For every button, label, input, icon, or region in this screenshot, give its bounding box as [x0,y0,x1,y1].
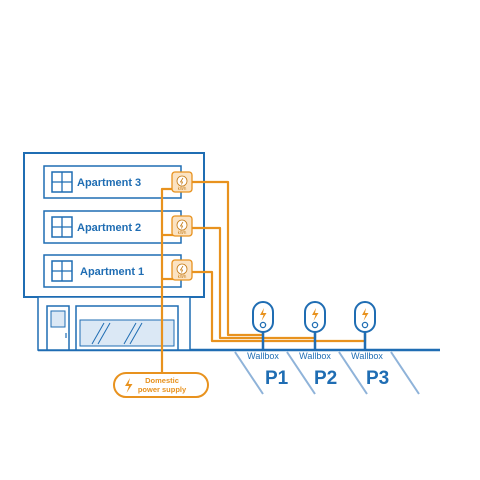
window-icon [51,216,73,238]
wallbox-2-label: Wallbox [299,351,331,361]
lightning-icon [125,378,133,393]
supply-label-line-2: power supply [138,385,187,394]
meter-unit-label: kWh [178,274,187,279]
meter-unit-label: kWh [178,230,187,235]
wallbox-1-label: Wallbox [247,351,279,361]
parking-bays [234,351,420,395]
window-icon [51,260,73,282]
domestic-power-supply-badge: Domestic power supply [113,372,209,398]
meter-apartment-2: kWh [171,215,193,237]
meter-apartment-3: kWh [171,171,193,193]
apartment-1-label: Apartment 1 [80,266,144,278]
apartment-building: Apartment 3 Apartment 2 Apartment 1 [23,152,205,351]
supply-label-line-1: Domestic [145,376,179,385]
parking-spot-p3: P3 [366,368,389,389]
door-icon [46,305,70,351]
apartment-1: Apartment 1 [43,254,182,288]
wallbox-1: Wallbox [247,301,279,361]
lightning-icon [362,308,369,321]
apartment-3: Apartment 3 [43,165,182,199]
wallbox-3-label: Wallbox [351,351,383,361]
wire-apartment-1-to-wallbox-3 [192,270,367,343]
parking-spot-p1: P1 [265,368,289,389]
wallbox-2: Wallbox [299,301,331,361]
apartment-2: Apartment 2 [43,210,182,244]
supply-badge-outline [113,372,209,398]
meter-unit-label: kWh [178,186,187,191]
meter-apartment-1: kWh [171,259,193,281]
parking-spot-p2: P2 [314,368,337,389]
lightning-icon [312,308,319,321]
wallbox-3: Wallbox [351,301,383,361]
lightning-icon [260,308,267,321]
apartment-3-label: Apartment 3 [77,177,141,189]
apartment-2-label: Apartment 2 [77,222,141,234]
window-icon [51,171,73,193]
